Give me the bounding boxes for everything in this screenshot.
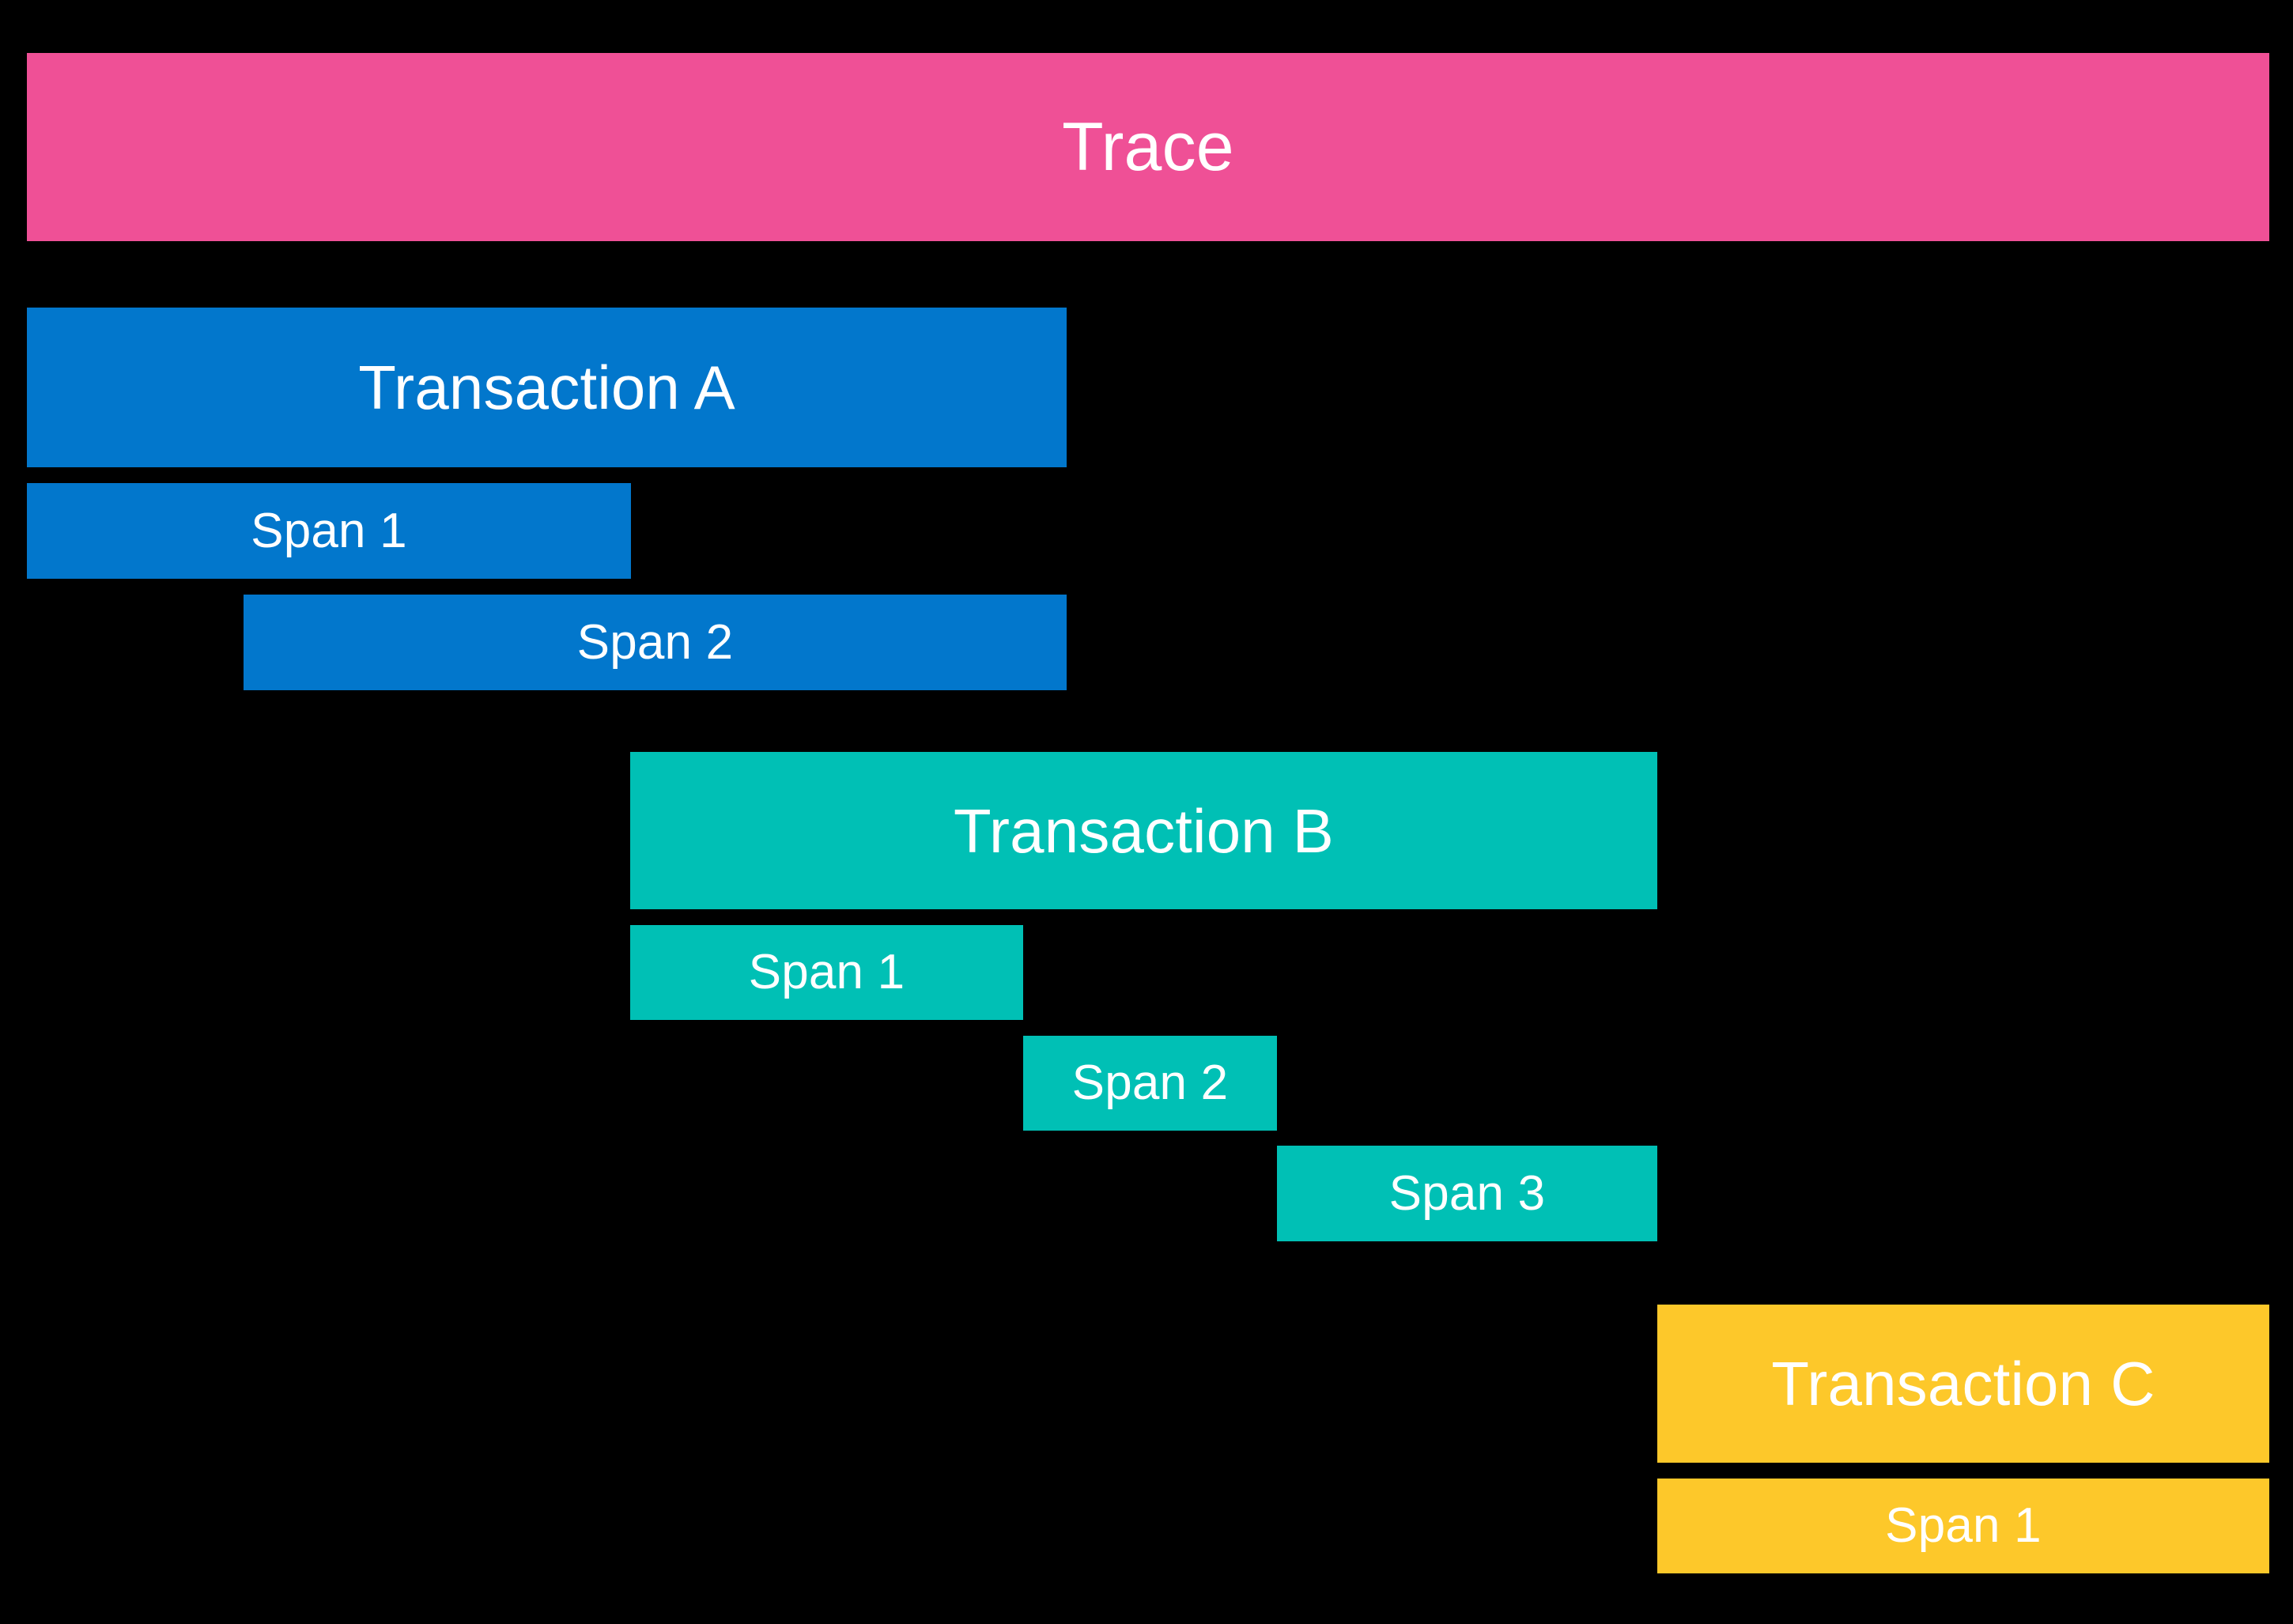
- bar-trace[interactable]: Trace: [27, 53, 2269, 241]
- transaction-c-label: Transaction C: [1771, 1349, 2155, 1418]
- trace-label: Trace: [1062, 109, 1234, 185]
- transaction-a-span-1-label: Span 1: [251, 503, 407, 558]
- transaction-a-label: Transaction A: [358, 353, 735, 422]
- bar-transaction-b[interactable]: Transaction B: [630, 752, 1657, 909]
- bar-transaction-c[interactable]: Transaction C: [1657, 1305, 2269, 1463]
- transaction-c-span-1-label: Span 1: [1885, 1498, 2042, 1553]
- bar-transaction-a[interactable]: Transaction A: [27, 308, 1067, 467]
- transaction-b-span-1-label: Span 1: [748, 945, 905, 999]
- bar-transaction-a-span-2[interactable]: Span 2: [244, 595, 1067, 690]
- bar-transaction-b-span-3[interactable]: Span 3: [1277, 1146, 1657, 1241]
- transaction-b-span-3-label: Span 3: [1388, 1165, 1546, 1221]
- bar-transaction-c-span-1[interactable]: Span 1: [1657, 1479, 2269, 1573]
- bar-transaction-b-span-2[interactable]: Span 2: [1023, 1036, 1277, 1131]
- transaction-b-span-2-label: Span 2: [1071, 1056, 1229, 1110]
- bar-transaction-a-span-1[interactable]: Span 1: [27, 483, 631, 579]
- transaction-b-label: Transaction B: [954, 795, 1334, 866]
- bar-transaction-b-span-1[interactable]: Span 1: [630, 925, 1023, 1020]
- transaction-a-span-2-label: Span 2: [576, 614, 734, 670]
